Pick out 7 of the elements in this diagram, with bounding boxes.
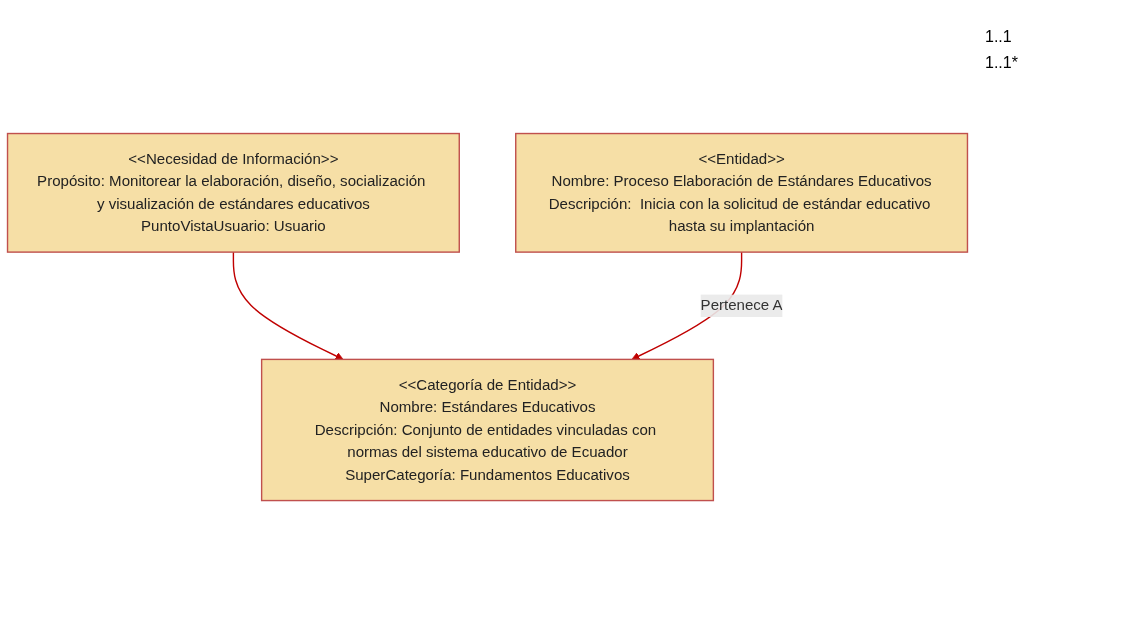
- multiplicity-label: 1..1*: [985, 54, 1019, 72]
- edge-label: Pertenece A: [700, 297, 783, 314]
- node-box: <<Necesidad de Información>> Propósito: Monitorear la elaboración, diseño, socialización y visualización de estándares educativos PuntoVistaUsuario: Usuario: [6, 133, 460, 254]
- node-box: <<Entidad>> Nombre: Proceso Elaboración de Estándares Educativos Descripción: Inicia con la solicitud de estándar educativo hasta su implantación: [515, 133, 969, 254]
- arrow: [232, 251, 344, 361]
- node-box: <<Categoría de Entidad>> Nombre: Estándares Educativos Descripción: Conjunto de entidades vinculadas con normas del sistema educativo de Ecuador SuperCategoría: Fundamentos Educativos: [260, 359, 715, 502]
- multiplicity-label: 1..1: [985, 28, 1013, 46]
